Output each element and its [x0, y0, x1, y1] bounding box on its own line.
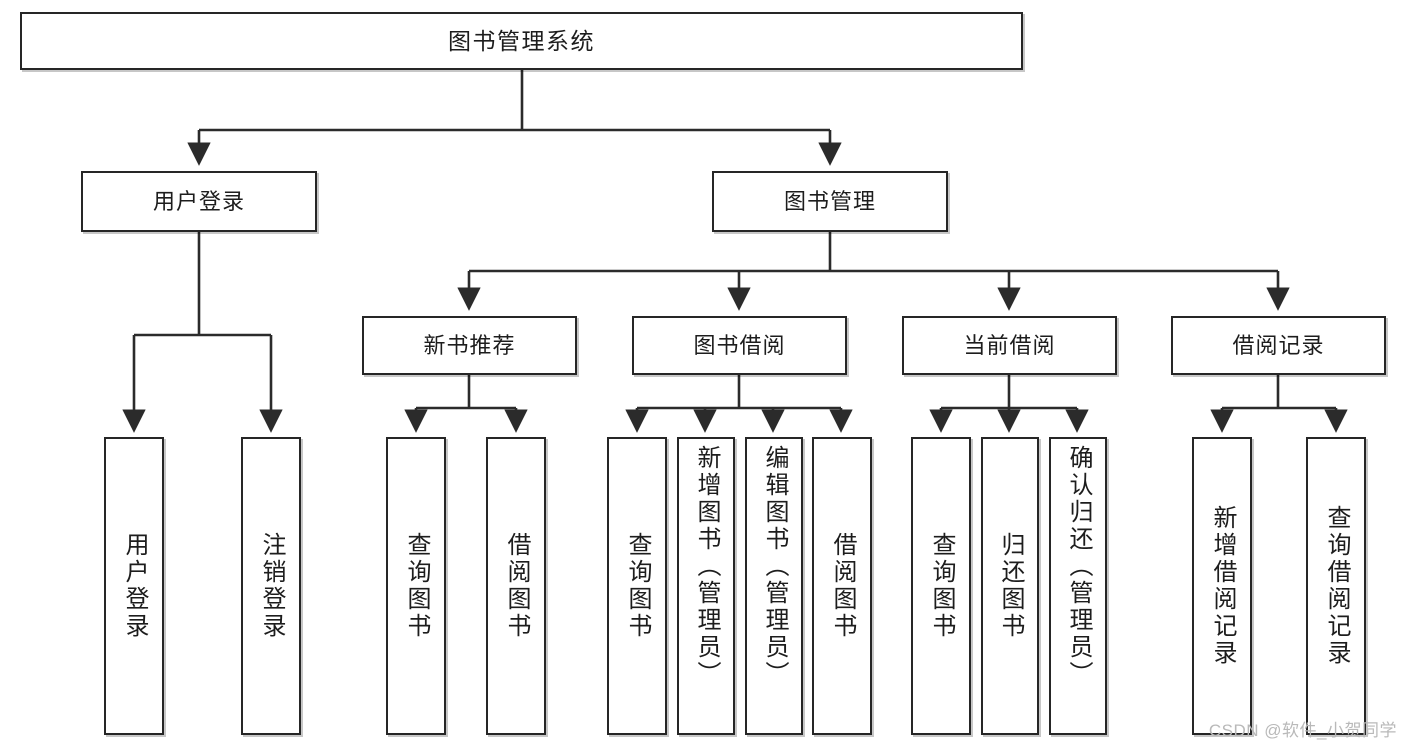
node-leaf-borrow-book-1-label: 借阅图书 [503, 532, 530, 640]
node-book-manage-label: 图书管理 [783, 188, 876, 214]
node-leaf-query-record[interactable]: 查询借阅记录 [1306, 437, 1366, 735]
node-new-book-recommend[interactable]: 新书推荐 [362, 316, 577, 375]
node-leaf-return-book[interactable]: 归还图书 [981, 437, 1039, 735]
node-leaf-add-book-label: 新增图书（管理员） [693, 445, 720, 688]
node-leaf-add-record[interactable]: 新增借阅记录 [1192, 437, 1252, 735]
node-leaf-confirm-return[interactable]: 确认归还（管理员） [1049, 437, 1107, 735]
node-leaf-user-login-label: 用户登录 [121, 532, 148, 640]
node-current-borrow-label: 当前借阅 [963, 332, 1056, 358]
node-leaf-edit-book[interactable]: 编辑图书（管理员） [745, 437, 803, 735]
node-user-login[interactable]: 用户登录 [81, 171, 317, 232]
node-leaf-logout-login-label: 注销登录 [258, 532, 285, 640]
node-leaf-borrow-book-2[interactable]: 借阅图书 [812, 437, 872, 735]
node-leaf-return-book-label: 归还图书 [997, 532, 1024, 640]
csdn-watermark: CSDN @软件_小贺同学 [1208, 721, 1397, 740]
node-current-borrow[interactable]: 当前借阅 [902, 316, 1117, 375]
node-leaf-add-book[interactable]: 新增图书（管理员） [677, 437, 735, 735]
node-leaf-user-login[interactable]: 用户登录 [104, 437, 164, 735]
node-leaf-query-book-3[interactable]: 查询图书 [911, 437, 971, 735]
node-leaf-query-book-3-label: 查询图书 [928, 532, 955, 640]
node-leaf-query-record-label: 查询借阅记录 [1323, 505, 1350, 667]
node-leaf-query-book-2-label: 查询图书 [624, 532, 651, 640]
node-leaf-borrow-book-1[interactable]: 借阅图书 [486, 437, 546, 735]
node-leaf-logout-login[interactable]: 注销登录 [241, 437, 301, 735]
node-book-borrow[interactable]: 图书借阅 [632, 316, 847, 375]
node-root-label: 图书管理系统 [448, 27, 595, 54]
node-leaf-confirm-return-label: 确认归还（管理员） [1065, 445, 1092, 688]
node-book-manage[interactable]: 图书管理 [712, 171, 948, 232]
node-leaf-edit-book-label: 编辑图书（管理员） [761, 445, 788, 688]
node-book-borrow-label: 图书借阅 [693, 332, 786, 358]
node-leaf-query-book-2[interactable]: 查询图书 [607, 437, 667, 735]
node-leaf-query-book-1[interactable]: 查询图书 [386, 437, 446, 735]
node-borrow-record-label: 借阅记录 [1232, 332, 1325, 358]
node-leaf-borrow-book-2-label: 借阅图书 [829, 532, 856, 640]
node-borrow-record[interactable]: 借阅记录 [1171, 316, 1386, 375]
node-leaf-query-book-1-label: 查询图书 [403, 532, 430, 640]
node-leaf-add-record-label: 新增借阅记录 [1209, 505, 1236, 667]
node-user-login-label: 用户登录 [152, 188, 245, 214]
node-new-book-recommend-label: 新书推荐 [423, 332, 516, 358]
node-root[interactable]: 图书管理系统 [20, 12, 1023, 70]
